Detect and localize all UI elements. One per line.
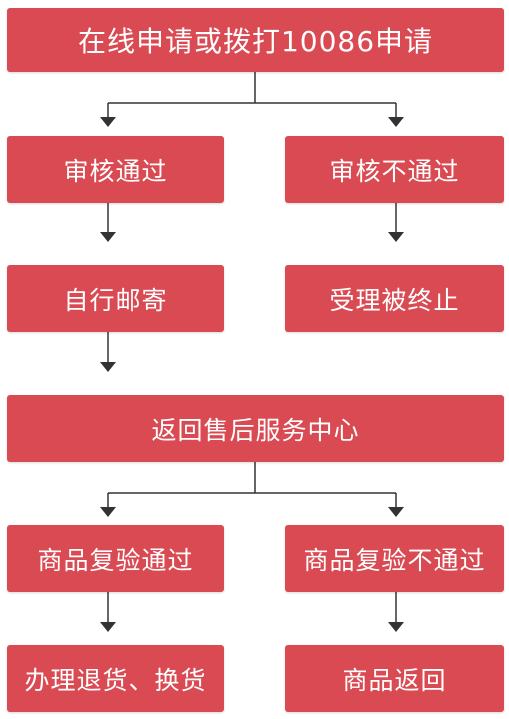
arrow-head [100,117,116,127]
arrow-head [100,232,116,242]
arrow-head [388,507,404,517]
review-rejected-box: 审核不通过 [285,136,504,203]
arrow-head [388,622,404,632]
service-terminated-box: 受理被终止 [285,265,504,332]
arrow-head [100,362,116,372]
arrow-head [388,232,404,242]
inspection-failed-box: 商品复验不通过 [285,525,504,592]
arrow-head [100,507,116,517]
inspection-passed-box: 商品复验通过 [7,525,224,592]
arrow-head [100,622,116,632]
apply-online-or-call-box: 在线申请或拨打10086申请 [7,8,504,72]
self-mail-box: 自行邮寄 [7,265,224,332]
review-approved-box: 审核通过 [7,136,224,203]
goods-returned-box: 商品返回 [285,645,504,712]
return-to-service-center-box: 返回售后服务中心 [7,395,504,462]
handle-return-exchange-box: 办理退货、换货 [7,645,224,712]
arrow-head [388,117,404,127]
